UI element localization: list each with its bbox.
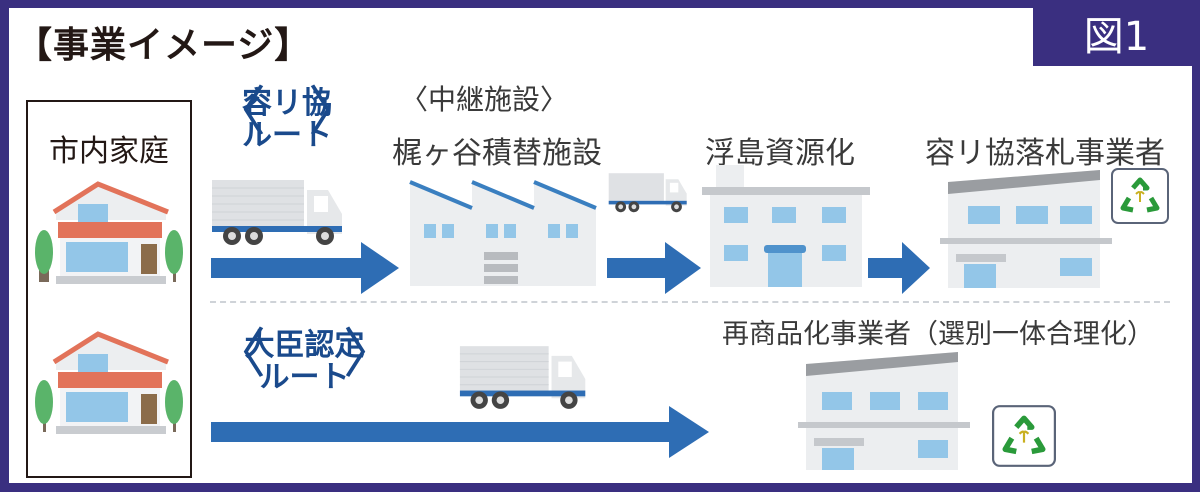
recommercializer-label: 再商品化事業者（選別一体合理化） <box>722 319 1154 350</box>
household-label: 市内家庭 <box>49 134 169 169</box>
diagram-title: 【事業イメージ】 <box>16 25 312 66</box>
route-top-line1: 容リ協 <box>242 86 332 121</box>
open-bracket: 〈 <box>212 80 266 143</box>
figure-label: 図1 <box>1033 0 1200 66</box>
arrow-home-to-relay <box>211 242 399 294</box>
house-icon-top <box>35 181 183 284</box>
route-label-minister: 〈 大臣認定 ルート 〉 <box>212 325 397 400</box>
household-box: 市内家庭 <box>26 100 192 478</box>
ukishima-building-icon <box>702 165 870 287</box>
relay-header: 〈中継施設〉 <box>400 83 569 116</box>
bidder-building-icon <box>940 170 1112 288</box>
route-label-yorikyo: 〈 容リ協 ルート 〉 <box>212 83 362 158</box>
recommercializer-building-icon <box>798 352 970 470</box>
open-bracket: 〈 <box>212 322 266 385</box>
recycle-icon <box>992 405 1056 467</box>
house-icon-bottom <box>35 331 183 434</box>
truck-icon-bottom <box>459 346 586 409</box>
close-bracket: 〉 <box>308 80 362 143</box>
recycle-icon <box>1111 168 1169 224</box>
route-divider <box>210 301 1170 303</box>
route-top-line2: ルート <box>242 117 332 153</box>
arrow-home-to-recommercializer <box>211 406 709 458</box>
truck-icon-small <box>608 173 687 213</box>
close-bracket: 〉 <box>343 322 397 385</box>
route-bottom-line1: 大臣認定 <box>244 328 365 363</box>
factory-icon <box>409 180 597 286</box>
relay-facility-label: 梶ヶ谷積替施設 <box>392 136 602 171</box>
arrow-ukishima-to-bidder <box>868 242 930 294</box>
route-bottom-line2: ルート <box>259 359 350 395</box>
bidder-label: 容リ協落札事業者 <box>925 136 1165 171</box>
truck-icon-large <box>212 180 342 245</box>
arrow-relay-to-ukishima <box>607 242 701 294</box>
